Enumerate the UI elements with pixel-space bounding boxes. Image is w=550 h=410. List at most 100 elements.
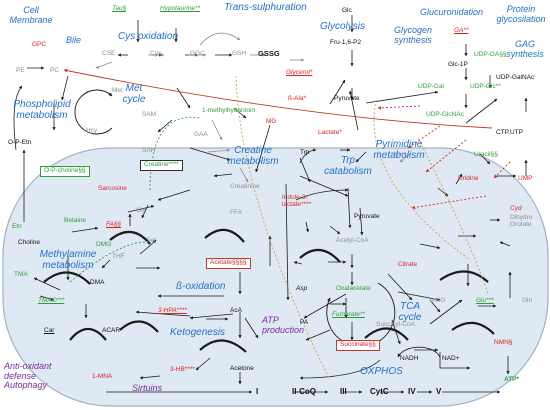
- metabolite-citrate: Citrate: [398, 261, 418, 268]
- metabolite-gssg: GSSG: [258, 49, 280, 58]
- etc-complex-4: IV: [408, 387, 416, 396]
- metabolite-kyn: Kyn: [394, 151, 406, 158]
- metabolite-pyruvate-mito: Pyruvate: [354, 213, 380, 220]
- title-oxphos: OXPHOS: [360, 366, 403, 377]
- metabolite-udp-glc: UDP-Glc**: [470, 83, 501, 90]
- metabolite-mg: MG: [266, 118, 277, 125]
- metabolite-lactate: Lactate*: [318, 129, 342, 136]
- etc-complex-3: III: [340, 387, 347, 396]
- metabolite-creatine: Creatine****: [140, 160, 183, 171]
- title-glucuronidation: Glucuronidation: [420, 7, 484, 17]
- metabolite-pyruvate-cytosol: Pyruvate: [334, 95, 360, 102]
- metabolite-ctp-utp: CTP,UTP: [496, 129, 523, 136]
- metabolite-asp: Asp: [296, 285, 308, 292]
- metabolite-methylhydantoin: 1-methylhydantoin: [202, 107, 256, 114]
- metabolite-oxalacetate: Oxalacetate: [336, 285, 371, 292]
- metabolite-nad: NAD+: [442, 355, 460, 362]
- metabolite-tma: TMA: [14, 271, 28, 278]
- metabolite-cse: CSE: [102, 50, 116, 57]
- etc-complex-1: I: [256, 387, 259, 396]
- metabolite-thf: THF: [112, 253, 125, 260]
- metabolite-tau: Tau§: [112, 5, 127, 12]
- metabolite-gsh: GSH: [232, 50, 247, 57]
- metabolite-betaine: Betaine: [64, 217, 87, 224]
- title-beta-oxidation: ß-oxidation: [176, 281, 226, 292]
- metabolite-glc1p: Glc-1P: [448, 61, 468, 68]
- metabolite-dmg: DMG: [96, 241, 112, 248]
- metabolite-pe: PE: [16, 67, 25, 74]
- title-glycolysis: Glycolysis: [320, 21, 366, 32]
- metabolite-indole-lactate: Indole-3-lactate****: [282, 194, 312, 209]
- metabolite-gpc: GPC: [32, 41, 47, 48]
- gray-arrows: [95, 32, 411, 183]
- metabolite-sah: SAH: [142, 147, 156, 154]
- metabolite-glc: Glc: [342, 7, 352, 14]
- title-bile: Bile: [66, 35, 82, 45]
- metabolite-udp-gal: UDP-Gal: [418, 83, 445, 90]
- metabolite-uridine: Uridine: [458, 175, 479, 182]
- metabolic-arrows: [13, 15, 528, 394]
- title-ketogenesis: Ketogenesis: [170, 327, 226, 338]
- metabolite-choline: Choline: [18, 239, 41, 246]
- metabolite-succinyl-coa: Succinyl-CoA: [376, 321, 416, 328]
- title-trans-sulphuration: Trans-sulphuration: [224, 2, 307, 13]
- metabolite-hypotaurine: Hypotaurine**: [160, 5, 201, 12]
- metabolite-glu: Glu***: [476, 297, 494, 304]
- metabolite-udp-glcnac: UDP-GlcNAc: [426, 111, 464, 118]
- metabolite-succinate: Succinate§§: [336, 340, 380, 351]
- metabolite-ffa: FFA: [230, 209, 242, 216]
- metabolite-ump: UMP: [518, 175, 533, 182]
- metabolite-sarcosine: Sarcosine: [98, 185, 127, 192]
- mitochondrion: [2, 147, 549, 407]
- metabolite-gaa: GAA: [194, 131, 208, 138]
- metabolite-uracil: Uracil§§: [474, 151, 498, 158]
- metabolite-tmao: TMAO***: [38, 297, 65, 304]
- metabolite-fumarate: Fumarate**: [332, 311, 365, 318]
- metabolite-pc: PC: [50, 67, 60, 74]
- metabolite-pa: PA: [300, 319, 309, 326]
- metabolite-acar: ACAR: [102, 327, 121, 334]
- metabolite-atp: ATP*: [504, 376, 520, 383]
- cristae: [43, 228, 495, 353]
- metabolite-1-mna: 1-MNA: [92, 373, 113, 380]
- metabolite-dma: DMA: [90, 279, 105, 286]
- etc-complex-2: II-CoQ: [292, 387, 316, 396]
- metabolite-3-hb: 3-HB****: [170, 366, 195, 373]
- metabolite-met: Met: [112, 87, 123, 94]
- metabolite-3-hpa: 3-HPA****: [158, 307, 187, 314]
- metabolite-ga: GA**: [454, 27, 469, 34]
- metabolite-glycerol: Glycerol*: [286, 69, 313, 76]
- metabolite-cys: Cys: [150, 50, 162, 57]
- metabolite-hcy: Hcy: [86, 127, 98, 134]
- metabolite-udp-ga: UDP-GA§§: [474, 51, 507, 58]
- metabolite-alpha-kg: α-KG: [430, 297, 446, 304]
- curved-arrows: [63, 68, 511, 381]
- metabolite-car: Car: [44, 327, 55, 334]
- etc-complex-5: V: [436, 387, 442, 396]
- metabolite-nmn: NMN§: [494, 339, 513, 346]
- metabolite-o-p-choline: O-P-choline§§: [40, 166, 90, 177]
- metabolite-acetate: Acetate§§§§: [206, 258, 251, 269]
- metabolite-acetyl-coa: Acetyl-CoA: [336, 237, 369, 244]
- metabolite-ser: Ser: [146, 237, 157, 244]
- metabolite-nadh: NADH: [400, 355, 419, 362]
- metabolite-etn: Etn: [12, 223, 22, 230]
- metabolite-b-ala: ß-Ala*: [288, 95, 307, 102]
- title-cys-oxidation: Cys oxidation: [118, 31, 179, 42]
- metabolite-udp-galnac: UDP-GalNAc: [496, 74, 535, 81]
- metabolite-gln: Gln: [522, 297, 533, 304]
